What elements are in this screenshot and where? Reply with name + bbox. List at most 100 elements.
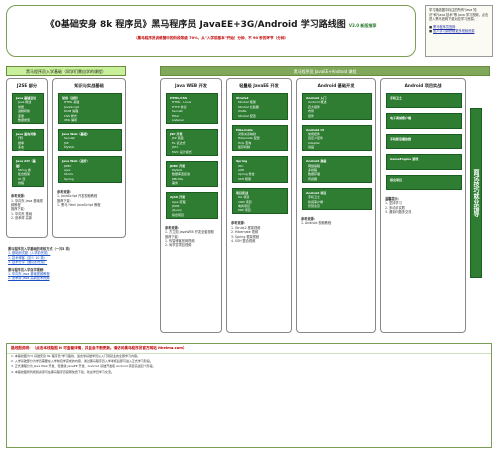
topic-item: IOC xyxy=(238,163,244,168)
column-note-line: 4. SSH 整合视频 xyxy=(231,239,256,244)
topic-heading: AJAX 开发 xyxy=(170,195,186,200)
topic-item: OA 项目 xyxy=(238,195,250,200)
topic-box[interactable]: 综合项目 xyxy=(386,174,462,190)
topic-item: Spring xyxy=(64,176,74,181)
column-note-line: 3. 遇到问题多交流 xyxy=(385,210,412,215)
topic-item: 缓存机制 xyxy=(238,145,251,150)
topic-box[interactable]: 手机卫士 xyxy=(386,93,462,109)
topic-heading: 电子商城客户端 xyxy=(390,116,412,121)
assessment-item-3[interactable]: 3. 技术分享（面试前完成） xyxy=(8,260,48,265)
topic-heading: JDBC 开发 xyxy=(170,163,186,168)
column-note-line: 1. Struts2 框架视频 xyxy=(231,225,261,230)
topic-item: EL 表达式 xyxy=(172,140,186,145)
topic-heading: Android 高级 xyxy=(306,159,327,164)
topic-item: Struts xyxy=(64,172,73,177)
roadmap-description: 路线图说明：（点击本线路图 It 可查看详情，并且会不断更新。请访问黑马程序员官… xyxy=(6,343,492,448)
column-note-line: 1. 坚持学习 xyxy=(385,201,402,206)
topic-item: CRM 项目 xyxy=(238,199,252,204)
selfstudy-item-2[interactable]: 2. 张孝祥 Java 高新技术视频 xyxy=(8,276,50,281)
topic-heading: HTML/CSS xyxy=(170,96,187,100)
topic-item: Servlet xyxy=(172,109,183,114)
topic-item: ERP 项目 xyxy=(238,208,251,213)
study-group-link[interactable]: 加入学习群获取更多视频资源 xyxy=(433,29,475,34)
topic-item: 多线程 xyxy=(308,168,318,172)
column-note-line: 参考资源： xyxy=(11,194,27,199)
entry-assessment: 黑马程序员入学基础的考核方式（一共5 项） 1. 基础测试题（入学前完成） 2.… xyxy=(8,247,148,281)
topic-item: HTML · Linux xyxy=(172,100,192,105)
column-note-line: 温馨提示： xyxy=(385,197,401,201)
topic-item: DBUtils xyxy=(172,176,183,181)
topic-heading: 常用（进阶） xyxy=(62,96,81,100)
column-note-line: 2. 多动手实践 xyxy=(385,205,405,210)
topic-item: 电商项目 xyxy=(238,204,251,209)
column-note-line: 3. Spring 框架视频 xyxy=(231,234,260,239)
topic-box[interactable]: Java 面向对象（下）继承多态接口 xyxy=(12,129,44,154)
topic-item: 四大组件 xyxy=(308,104,321,109)
column-notes: 参考资源：1. Android 视频教程 xyxy=(301,217,373,226)
topic-item: 自定义控件 xyxy=(308,136,324,141)
column-title: 知识与实战基础 xyxy=(74,83,104,88)
topic-item: 线程 xyxy=(18,181,25,186)
topic-item: JSP 页面 xyxy=(172,136,184,141)
topic-box[interactable]: Android 高级网络编程多线程数据存储传感器 xyxy=(302,156,372,183)
topic-heading: Java API（基础） xyxy=(16,159,36,168)
column-note-line: 1. 黑马 Html JavaScript 教程 xyxy=(57,203,101,208)
topic-item: 数据类型 xyxy=(18,118,31,123)
topic-box[interactable]: GameEngine 游戏 xyxy=(386,154,462,170)
topic-item: Hibernate 配置 xyxy=(238,136,260,141)
topic-item: CSS 样式 xyxy=(64,113,77,118)
topic-heading: Java 基础语法 xyxy=(16,96,37,100)
column-title: J2SE 部分 xyxy=(16,83,38,88)
column-note-line: 参考资源： xyxy=(57,189,73,194)
column-note-line: 2. Hibernate 视频 xyxy=(231,230,259,235)
topic-heading: 项目实战 xyxy=(236,190,249,195)
column-note-line: 推荐下载： xyxy=(11,207,27,212)
assessment-heading: 黑马程序员入学基础的考核方式（一共5 项） xyxy=(8,247,72,251)
column-note-line: 推荐下载： xyxy=(165,234,181,239)
column-note-line: 1. 传智博客官网视频 xyxy=(165,239,195,244)
topic-item: Struts2 框架 xyxy=(238,100,256,105)
assessment-item-2[interactable]: 2. 技术博客（至少 10 篇） xyxy=(8,255,47,260)
official-site-link[interactable]: 黑马程序员官网 xyxy=(433,24,456,29)
selfstudy-item-1[interactable]: 1. 毕向东 Java 基础视频教程 xyxy=(8,272,50,277)
topic-box[interactable]: Android 项目手机卫士新闻客户端智慧北京 xyxy=(302,187,372,210)
topic-item: Ajax xyxy=(64,168,71,172)
topic-heading: JSP 开发 xyxy=(170,132,183,136)
column-notes: 参考资源：1. 方立勋 JavaWEB 开发全套视频推荐下载：1. 传智博客官网… xyxy=(165,226,219,248)
column-note-line: 1. Android 视频教程 xyxy=(301,221,332,226)
topic-item: 数据存储 xyxy=(308,172,321,177)
topic-item: JSP xyxy=(64,140,69,145)
topic-item: MVC 设计模式 xyxy=(172,149,192,154)
section-header-entry: 黑马程序员入学基础（同学们需自学的课程） xyxy=(6,66,126,76)
assessment-item-1[interactable]: 1. 基础测试题（入学前完成） xyxy=(8,251,51,256)
topic-item: 布局 xyxy=(308,109,315,114)
topic-item: MySQL xyxy=(64,145,75,150)
topic-item: Adapter xyxy=(308,140,320,145)
topic-item: JSON xyxy=(172,204,180,208)
topic-item: JavaScript xyxy=(64,104,80,109)
topic-box[interactable]: 手机影音播放器 xyxy=(386,133,462,150)
column-note-line: 2. 张孝祥 高新 xyxy=(11,216,33,221)
topic-item: String 类 xyxy=(18,168,31,172)
column-note-line: 参考资源： xyxy=(165,225,181,230)
topic-box[interactable]: 电子商城客户端 xyxy=(386,113,462,129)
